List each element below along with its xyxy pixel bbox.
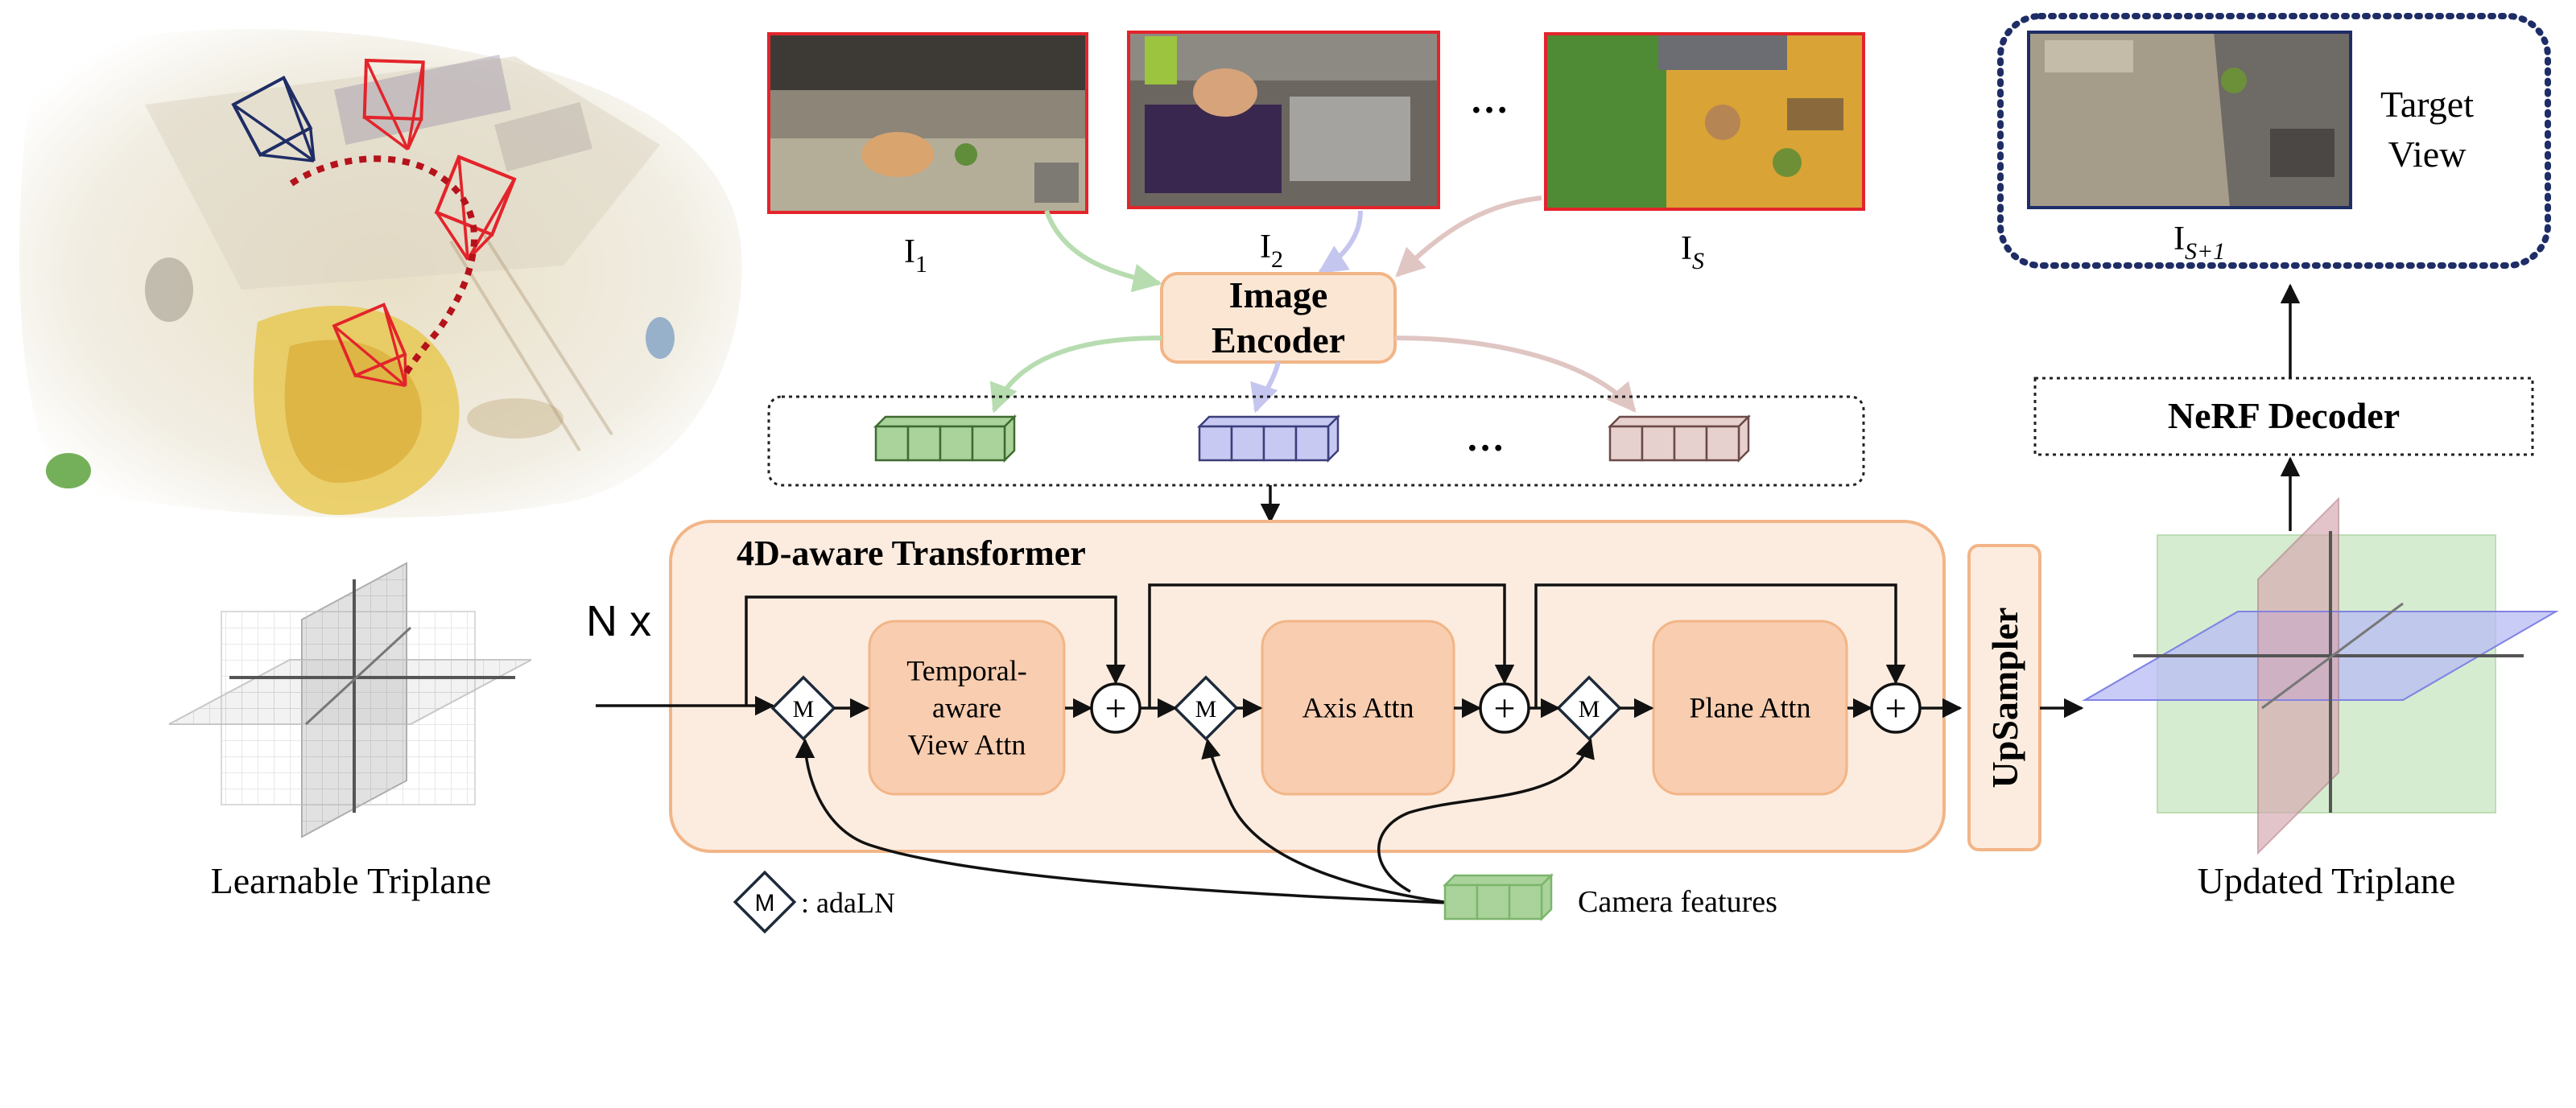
legend: M : adaLN: [733, 870, 895, 934]
attention-block-label: Axis Attn: [1302, 692, 1414, 724]
camera-to-m2-arrow: [1201, 738, 1450, 904]
svg-text:M: M: [793, 696, 815, 723]
sum-nodes: + + +: [1090, 682, 1922, 734]
svg-text:+: +: [1493, 687, 1515, 730]
attention-block: Plane Attn: [1652, 620, 1848, 796]
image-encoder-line2: Encoder: [1212, 319, 1345, 360]
scene-point-cloud: [19, 28, 742, 518]
target-view-line1: Target: [2380, 84, 2474, 125]
camera-frustums: [231, 58, 517, 388]
camera-frustum: [231, 75, 316, 163]
camera-features-label: Camera features: [1578, 885, 1777, 919]
learnable-triplane-graphic: [168, 562, 532, 838]
attention-block-label: Temporal-: [906, 655, 1026, 687]
input-image-label: IS: [1681, 230, 1704, 274]
updated-triplane-graphic: [2082, 496, 2559, 855]
input-image-label: I2: [1260, 229, 1283, 273]
legend-symbol: M: [755, 890, 775, 916]
residual-sum-node: +: [1479, 682, 1530, 734]
image-encoder-line1: Image: [1229, 274, 1328, 315]
token-group: [873, 414, 1018, 463]
attention-block-label: View Attn: [908, 729, 1026, 761]
adaln-modulation-node: M: [1556, 675, 1622, 741]
target-view-image: [2027, 31, 2352, 209]
skip-connection-1: [745, 595, 1126, 706]
repeat-label: N x: [586, 597, 651, 645]
arrow-encoder-to-token2: [1250, 361, 1281, 414]
upsampler-label: UpSampler: [1984, 608, 2025, 789]
svg-text:M: M: [1579, 696, 1600, 723]
camera-features: [1442, 872, 1554, 922]
image-encoder-box: Image Encoder: [1160, 272, 1397, 364]
arrow-image1-to-encoder: [1044, 210, 1162, 293]
camera-trajectory: [289, 155, 478, 381]
input-images: I1 I2 IS: [767, 31, 1865, 278]
camera-frustum: [362, 58, 425, 151]
camera-to-m1-arrow: [795, 738, 1450, 904]
skip-connection-2: [1148, 583, 1515, 708]
tokens-ellipsis: …: [1466, 417, 1505, 459]
attention-block-label: aware: [932, 692, 1001, 724]
legend-text: : adaLN: [801, 887, 895, 919]
token-groups: [873, 414, 1752, 463]
updated-triplane-label: Updated Triplane: [2198, 860, 2456, 901]
residual-sum-node: +: [1870, 682, 1922, 734]
adaln-modulation-node: M: [770, 675, 836, 741]
camera-features-token: [1442, 872, 1554, 922]
camera-to-m3-arrow: [1377, 738, 1595, 893]
arrow-image2-to-encoder: [1317, 210, 1363, 274]
attention-block-label: Plane Attn: [1690, 692, 1811, 724]
target-view-image-label: IS+1: [2174, 220, 2225, 265]
input-image-label: I1: [904, 233, 927, 278]
transformer-title: 4D-aware Transformer: [737, 533, 1086, 573]
nerf-decoder-label: NeRF Decoder: [2168, 395, 2400, 436]
target-view-box: [1997, 13, 2551, 269]
attention-block: Axis Attn: [1261, 620, 1455, 796]
input-image: IS: [1544, 32, 1865, 274]
target-view-line2: View: [2388, 134, 2467, 175]
images-ellipsis: …: [1470, 79, 1509, 122]
svg-text:M: M: [1195, 696, 1217, 723]
input-image: I2: [1127, 31, 1440, 273]
svg-text:+: +: [1104, 687, 1126, 730]
learnable-triplane-label: Learnable Triplane: [211, 860, 492, 901]
arrow-imageS-to-encoder: [1395, 196, 1542, 278]
arrow-encoder-to-token1: [989, 336, 1162, 414]
arrow-encoder-to-tokenS: [1394, 336, 1637, 413]
upsampler-box: UpSampler: [1967, 544, 2041, 851]
token-container: [767, 395, 1865, 487]
residual-sum-node: +: [1090, 682, 1141, 734]
token-group: [1607, 414, 1752, 463]
token-group: [1196, 414, 1341, 463]
skip-connection-3: [1534, 583, 1906, 708]
svg-text:+: +: [1885, 687, 1906, 730]
input-image: I1: [767, 32, 1088, 278]
nerf-decoder-box: [2033, 377, 2534, 456]
adaln-modulation-node: M: [1173, 675, 1239, 741]
